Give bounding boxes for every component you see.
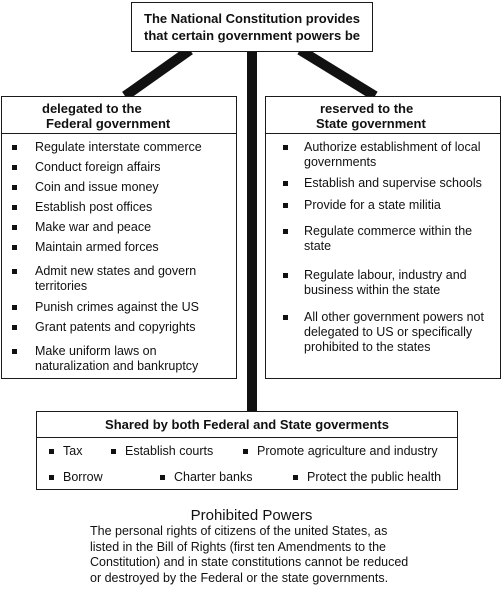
bullet-icon [160, 475, 165, 480]
shared-row-1: Tax Establish courts Promote agriculture… [37, 438, 457, 464]
state-heading-line-1: reserved to the [320, 101, 414, 116]
bullet-icon [283, 229, 288, 234]
bullet-icon [243, 449, 248, 454]
shared-heading-wrap: Shared by both Federal and State goverme… [37, 412, 457, 437]
bullet-icon [283, 273, 288, 278]
bullet-icon [12, 325, 17, 330]
prohibited-text: The personal rights of citizens of the u… [90, 524, 409, 585]
state-heading-line-2: State government [316, 116, 426, 131]
bullet-icon [283, 203, 288, 208]
federal-heading-line-1: delegated to the [42, 101, 142, 116]
state-box: reserved to the State government Authori… [265, 96, 501, 379]
federal-divider [2, 133, 236, 134]
bullet-icon [12, 165, 17, 170]
connector-to-state [297, 45, 378, 101]
federal-heading: delegated to the Federal government [2, 97, 236, 133]
shared-heading: Shared by both Federal and State goverme… [105, 417, 389, 432]
bullet-icon [111, 449, 116, 454]
shared-row-2: Borrow Charter banks Protect the public … [37, 464, 457, 490]
constitution-line-1: The National Constitution provides [144, 11, 360, 26]
bullet-icon [283, 315, 288, 320]
prohibited-title: Prohibited Powers [190, 507, 313, 524]
bullet-icon [12, 269, 17, 274]
connector-to-federal [122, 45, 193, 101]
bullet-icon [12, 349, 17, 354]
bullet-icon [12, 205, 17, 210]
constitution-box: The National Constitution provides that … [131, 2, 373, 52]
bullet-icon [283, 181, 288, 186]
bullet-icon [12, 185, 17, 190]
bullet-icon [12, 225, 17, 230]
bullet-icon [12, 305, 17, 310]
shared-box: Shared by both Federal and State goverme… [36, 411, 458, 490]
federal-heading-line-2: Federal government [46, 116, 171, 131]
federal-box: delegated to the Federal government Regu… [1, 96, 237, 379]
bullet-icon [49, 449, 54, 454]
bullet-icon [293, 475, 298, 480]
bullet-icon [283, 145, 288, 150]
shared-divider [37, 437, 457, 438]
state-divider [266, 133, 500, 134]
bullet-icon [12, 145, 17, 150]
constitution-line-2: that certain government powers be [144, 28, 360, 43]
bullet-icon [49, 475, 54, 480]
bullet-icon [12, 245, 17, 250]
state-heading: reserved to the State government [266, 97, 500, 133]
